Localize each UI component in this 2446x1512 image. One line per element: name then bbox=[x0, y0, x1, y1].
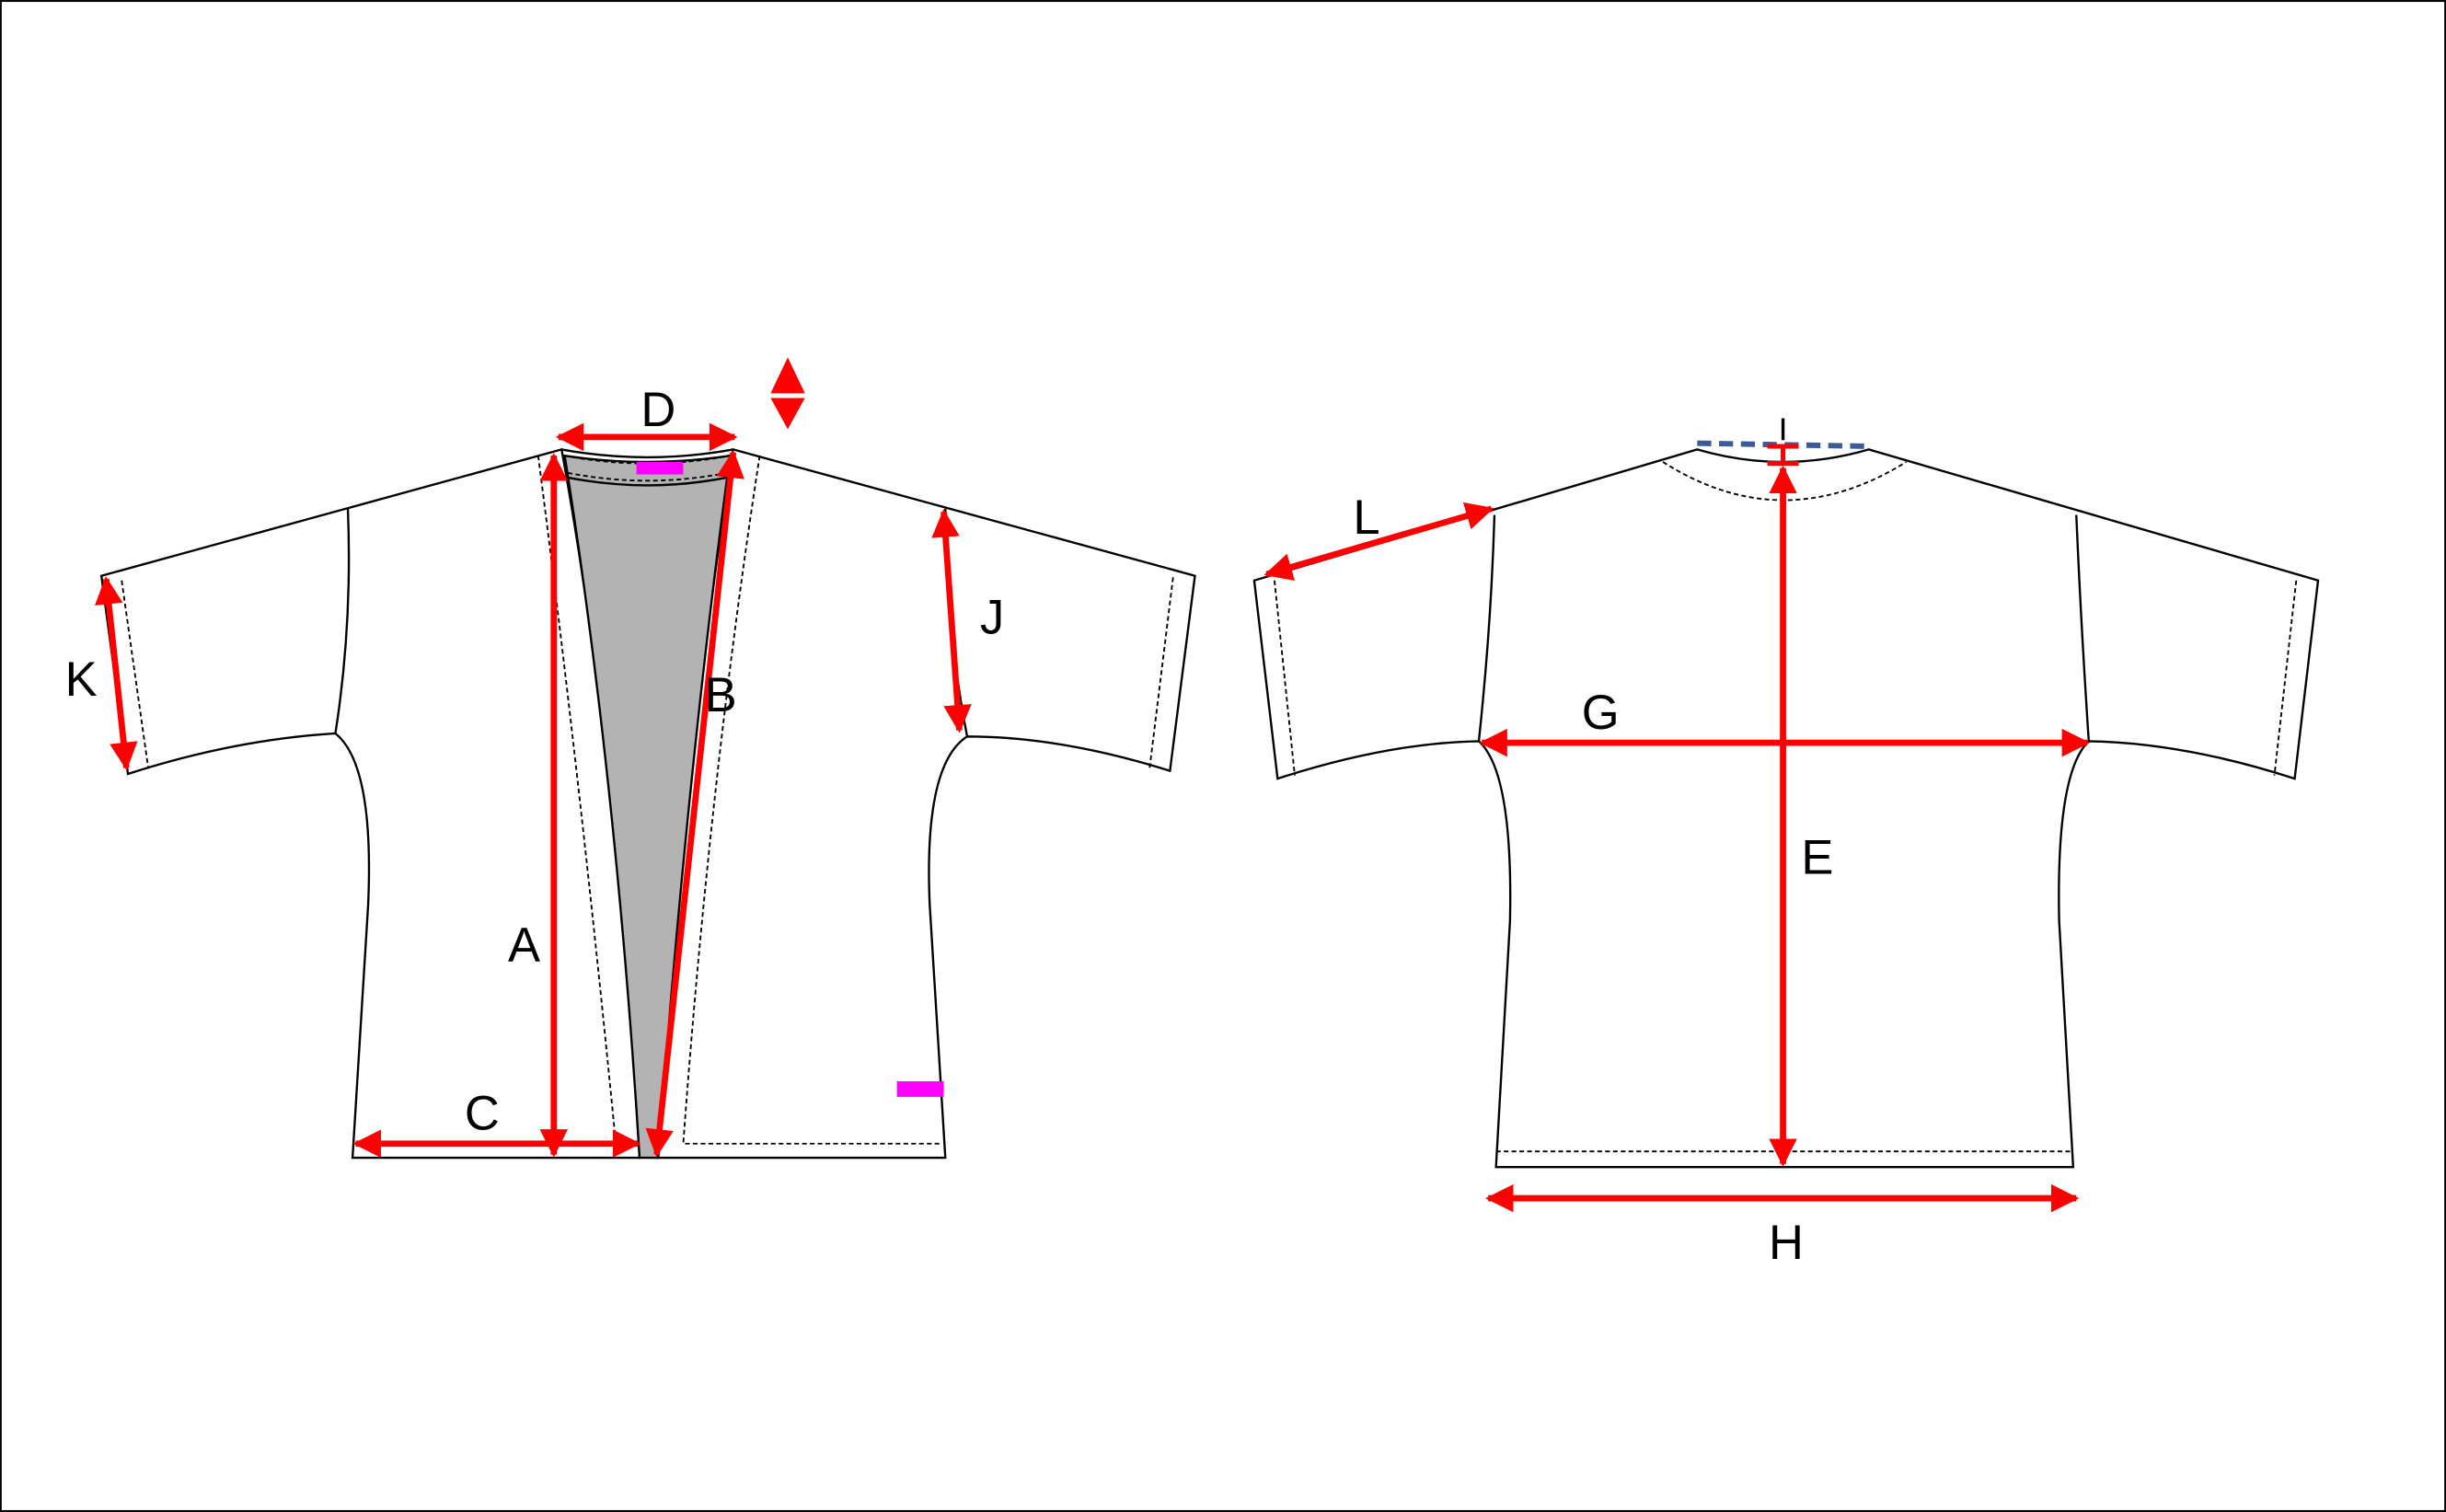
label-e: E bbox=[1801, 830, 1833, 884]
label-h: H bbox=[1769, 1216, 1804, 1270]
label-i: I bbox=[1776, 396, 1790, 450]
front-view: D A B C K J bbox=[65, 357, 1196, 1160]
right-cuff-stitch bbox=[1148, 577, 1174, 768]
left-sleeve-seam bbox=[334, 508, 351, 734]
label-c: C bbox=[465, 1086, 500, 1140]
label-a: A bbox=[508, 918, 540, 972]
measure-arrow-j bbox=[931, 509, 972, 733]
measure-arrow-l bbox=[1263, 502, 1494, 581]
vertical-adjust-arrow-icon bbox=[770, 357, 805, 430]
label-k: K bbox=[65, 652, 98, 707]
label-l: L bbox=[1353, 491, 1379, 545]
label-marker bbox=[896, 1080, 944, 1097]
measure-arrow-k bbox=[95, 576, 138, 771]
label-j: J bbox=[980, 590, 1004, 644]
back-view: L G E H I bbox=[1252, 396, 2320, 1270]
label-d: D bbox=[640, 383, 675, 437]
measure-arrow-b bbox=[645, 449, 744, 1158]
label-b: B bbox=[705, 668, 737, 722]
back-right-cuff-stitch bbox=[2273, 580, 2298, 776]
label-g: G bbox=[1582, 686, 1620, 740]
label-marker bbox=[636, 461, 684, 475]
back-left-cuff-stitch bbox=[1274, 580, 1296, 776]
neck-stitch bbox=[564, 455, 731, 465]
back-right-sleeve-seam bbox=[2075, 514, 2090, 742]
